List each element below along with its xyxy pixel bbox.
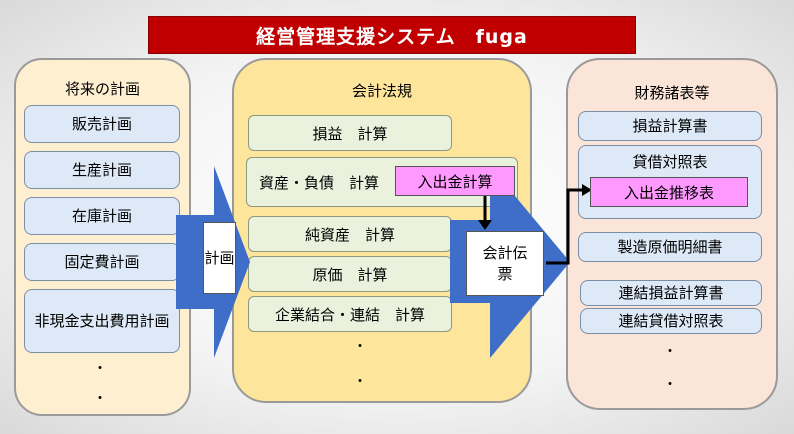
accounting-voucher-box: 会計伝票 <box>466 231 544 296</box>
voucher-to-statement-arrowhead <box>582 184 592 196</box>
sales-plan-box: 販売計画 <box>24 105 180 143</box>
middle-ellipsis-1: ・ <box>353 339 367 355</box>
cashflow-trend-table-box: 入出金推移表 <box>590 177 748 207</box>
manufacturing-cost-statement-box: 製造原価明細書 <box>578 232 762 262</box>
middle-ellipsis-2: ・ <box>353 374 367 390</box>
inventory-plan-box: 在庫計画 <box>24 197 180 235</box>
non-cash-expense-plan-box: 非現金支出費用計画 <box>24 289 180 353</box>
net-assets-calc-box: 純資産 計算 <box>248 216 452 252</box>
future-plans-heading: 将来の計画 <box>64 80 140 98</box>
financial-statements-heading: 財務諸表等 <box>634 84 710 102</box>
voucher-to-statement-connector <box>546 188 582 265</box>
profit-loss-calc-box: 損益 計算 <box>248 115 452 151</box>
consolidated-balance-sheet-box: 連結貸借対照表 <box>580 308 762 334</box>
plan-arrow-label: 計画 <box>203 222 236 294</box>
accounting-rules-heading: 会計法規 <box>351 82 412 100</box>
production-plan-box: 生産計画 <box>24 151 180 189</box>
system-title: 経営管理支援システム fuga <box>148 16 636 54</box>
cashflow-calc-box: 入出金計算 <box>395 166 515 196</box>
left-ellipsis-1: ・ <box>93 361 107 377</box>
fixed-cost-plan-box: 固定費計画 <box>24 243 180 281</box>
cashflow-down-arrowhead <box>478 220 492 230</box>
consolidation-calc-box: 企業結合・連結 計算 <box>248 296 452 332</box>
left-ellipsis-2: ・ <box>93 391 107 407</box>
income-statement-box: 損益計算書 <box>578 111 762 141</box>
right-ellipsis-1: ・ <box>663 344 677 360</box>
right-ellipsis-2: ・ <box>663 377 677 393</box>
consolidated-income-statement-box: 連結損益計算書 <box>580 280 762 306</box>
cost-calc-box: 原価 計算 <box>248 256 452 292</box>
